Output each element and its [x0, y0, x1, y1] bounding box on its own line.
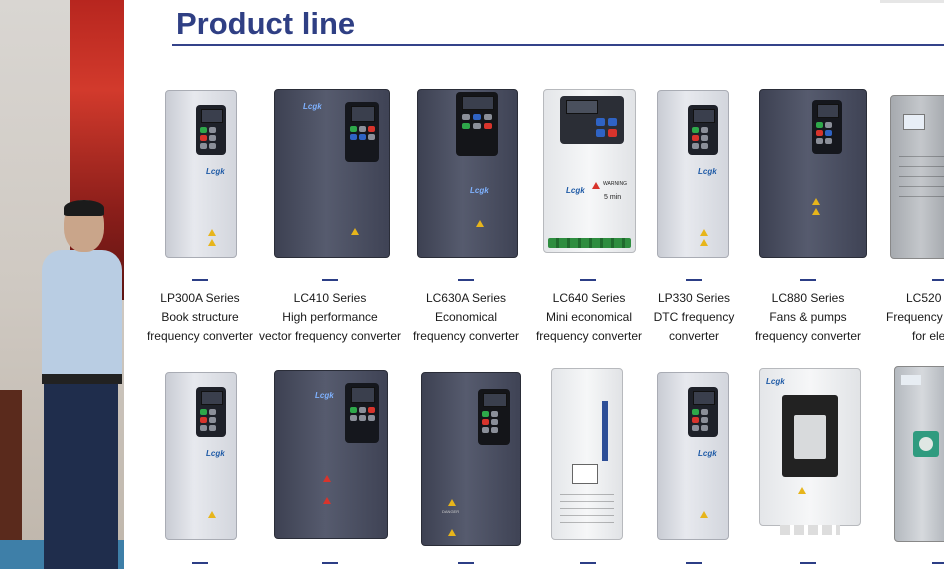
title-underline [172, 44, 944, 46]
product-caption-lc640: LC640 Series Mini economical frequency c… [535, 291, 643, 343]
brand-logo: Lcgk [303, 102, 322, 111]
product-image-row2-1: Lcgk [165, 372, 237, 540]
caption-divider [458, 279, 474, 281]
presenter-person [20, 200, 122, 569]
product-caption-lc880: LC880 Series Fans & pumps frequency conv… [754, 291, 862, 343]
product-image-lp330: Lcgk [657, 90, 729, 258]
slide-corner-mark [880, 0, 944, 3]
product-image-row2-2: Lcgk [274, 370, 388, 539]
product-image-row2-3: DANGER [421, 372, 521, 546]
caption-divider [580, 562, 596, 564]
caption-divider [322, 562, 338, 564]
caption-divider [192, 562, 208, 564]
product-caption-lc520: LC520 Frequency for ele [886, 291, 944, 343]
brand-logo: Lcgk [470, 186, 489, 195]
product-caption-lp300a: LP300A Series Book structure frequency c… [146, 291, 254, 343]
brand-logo: Lcgk [315, 391, 334, 400]
danger-label: DANGER [442, 509, 460, 514]
brand-logo: Lcgk [766, 377, 785, 386]
presenter-video [0, 0, 124, 569]
product-image-row2-5: Lcgk [657, 372, 729, 540]
caption-divider [580, 279, 596, 281]
caption-divider [932, 279, 944, 281]
caption-divider [686, 562, 702, 564]
caption-divider [686, 279, 702, 281]
caption-divider [800, 279, 816, 281]
warning-label: WARNING [603, 181, 627, 187]
brand-logo: Lcgk [698, 449, 717, 458]
product-caption-lc630a: LC630A Series Economical frequency conve… [412, 291, 520, 343]
brand-logo: Lcgk [206, 167, 225, 176]
brand-logo: Lcgk [698, 167, 717, 176]
brand-logo: Lcgk [206, 449, 225, 458]
product-image-row2-6: Lcgk [759, 368, 861, 535]
five-min-label: 5 min [604, 194, 622, 201]
product-image-row2-7 [894, 366, 944, 542]
caption-divider [932, 562, 944, 564]
product-caption-lp330: LP330 Series DTC frequency converter [653, 291, 735, 343]
caption-divider [800, 562, 816, 564]
caption-divider [458, 562, 474, 564]
brand-logo: Lcgk [566, 186, 585, 195]
wooden-cabinet [0, 390, 22, 560]
product-image-lc630a: Lcgk [417, 89, 518, 258]
product-image-lc640: Lcgk WARNING 5 min [543, 89, 636, 253]
product-image-lc880 [759, 89, 867, 258]
product-caption-lc410: LC410 Series High performance vector fre… [258, 291, 402, 343]
product-image-lc520 [890, 95, 944, 259]
product-image-lp300a: Lcgk [165, 90, 237, 258]
product-image-row2-4 [551, 368, 623, 540]
caption-divider [322, 279, 338, 281]
product-image-lc410: Lcgk [274, 89, 390, 258]
caption-divider [192, 279, 208, 281]
page-title: Product line [176, 6, 356, 41]
